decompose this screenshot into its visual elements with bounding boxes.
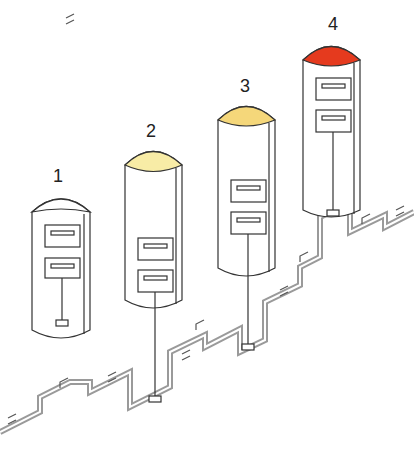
capsule-2 — [125, 152, 182, 403]
callout-number: 2 — [146, 121, 156, 141]
bracket-marks — [8, 14, 404, 424]
callout-number: 4 — [328, 14, 338, 34]
capsule-3 — [218, 107, 275, 351]
capsule-4 — [303, 47, 360, 218]
callout-number: 1 — [53, 166, 63, 186]
callout-number: 3 — [240, 76, 250, 96]
capsule-1 — [32, 199, 90, 338]
